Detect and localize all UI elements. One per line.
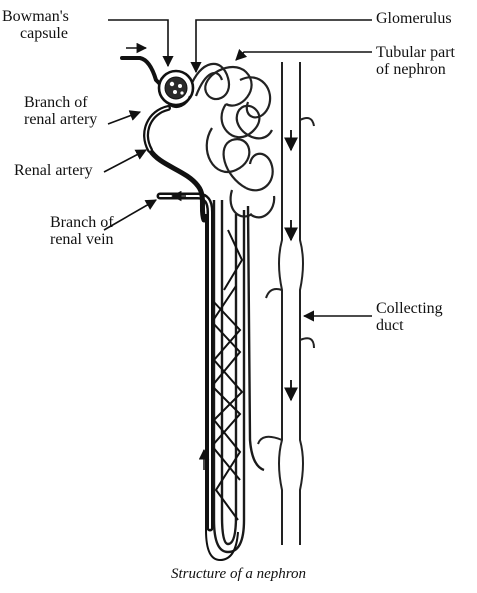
label-bowmans-capsule-line2: capsule [2,25,69,42]
label-glomerulus: Glomerulus [376,10,452,27]
afferent-arteriole [122,58,164,88]
label-renal-artery: Renal artery [14,162,93,179]
label-collecting-duct-line2: duct [376,317,443,334]
label-tubular-part-line1: Tubular part [376,44,455,61]
label-branch-renal-artery: Branch of renal artery [24,94,97,128]
label-collecting-duct-line1: Collecting [376,300,443,317]
label-bowmans-capsule: Bowman's capsule [2,8,69,42]
label-branch-renal-vein-line2: renal vein [50,231,114,248]
label-branch-renal-artery-line1: Branch of [24,94,97,111]
label-collecting-duct: Collecting duct [376,300,443,334]
label-branch-renal-vein: Branch of renal vein [50,214,114,248]
label-tubular-part-line2: of nephron [376,61,455,78]
renal-artery-vessel [146,108,204,220]
label-branch-renal-vein-line1: Branch of [50,214,114,231]
collecting-duct [258,62,314,545]
figure-caption: Structure of a nephron [0,566,477,583]
label-branch-renal-artery-line2: renal artery [24,111,97,128]
bowmans-capsule [159,71,193,107]
renal-vein-vessel [160,196,210,528]
label-tubular-part: Tubular part of nephron [376,44,455,78]
label-bowmans-capsule-line1: Bowman's [2,8,69,25]
